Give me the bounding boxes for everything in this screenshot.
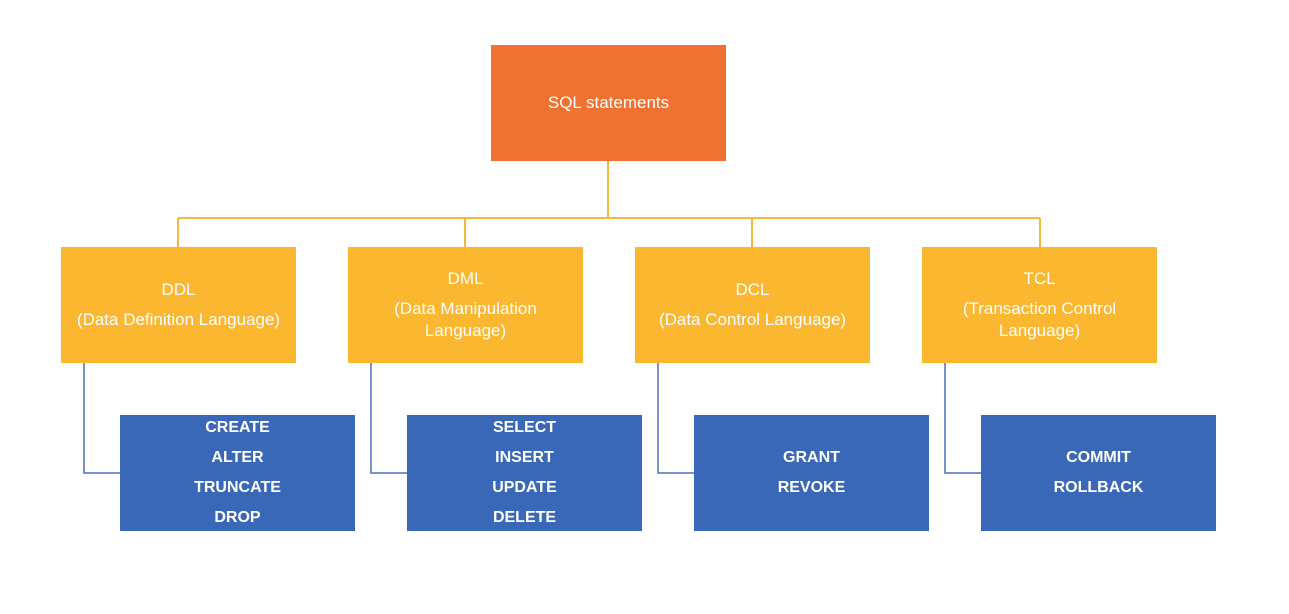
- commands-node-ddl: CREATE ALTER TRUNCATE DROP: [120, 415, 355, 531]
- commands-node-dcl: GRANT REVOKE: [694, 415, 929, 531]
- command-item: GRANT: [783, 449, 840, 466]
- command-item: INSERT: [495, 449, 554, 466]
- command-item: DROP: [214, 509, 261, 526]
- category-node-tcl: TCL (Transaction Control Language): [922, 247, 1157, 363]
- elbow-line-dcl: [657, 363, 694, 474]
- category-node-dcl: DCL (Data Control Language): [635, 247, 870, 363]
- commands-node-tcl: COMMIT ROLLBACK: [981, 415, 1216, 531]
- category-title: TCL: [1023, 269, 1056, 288]
- category-title: DCL: [735, 280, 770, 299]
- command-item: DELETE: [492, 509, 557, 526]
- category-subtitle: (Data Control Language): [658, 310, 847, 329]
- command-item: CREATE: [205, 419, 270, 436]
- commands-node-dml: SELECT INSERT UPDATE DELETE: [407, 415, 642, 531]
- command-item: UPDATE: [492, 479, 557, 496]
- command-item: TRUNCATE: [194, 479, 281, 496]
- root-label: SQL statements: [547, 93, 670, 112]
- category-node-dml: DML (Data Manipulation Language): [348, 247, 583, 363]
- command-item: REVOKE: [777, 479, 846, 496]
- elbow-line-tcl: [944, 363, 981, 474]
- category-subtitle: (Data Definition Language): [76, 310, 281, 329]
- root-node: SQL statements: [491, 45, 726, 161]
- command-item: ALTER: [211, 449, 264, 466]
- command-item: SELECT: [492, 419, 557, 436]
- category-subtitle: (Transaction Control Language): [962, 299, 1117, 340]
- category-node-ddl: DDL (Data Definition Language): [61, 247, 296, 363]
- elbow-line-dml: [370, 363, 407, 474]
- elbow-line-ddl: [83, 363, 120, 474]
- category-title: DDL: [161, 280, 196, 299]
- command-item: COMMIT: [1066, 449, 1131, 466]
- command-item: ROLLBACK: [1053, 479, 1144, 496]
- category-subtitle: (Data Manipulation Language): [394, 299, 537, 340]
- category-title: DML: [447, 269, 484, 288]
